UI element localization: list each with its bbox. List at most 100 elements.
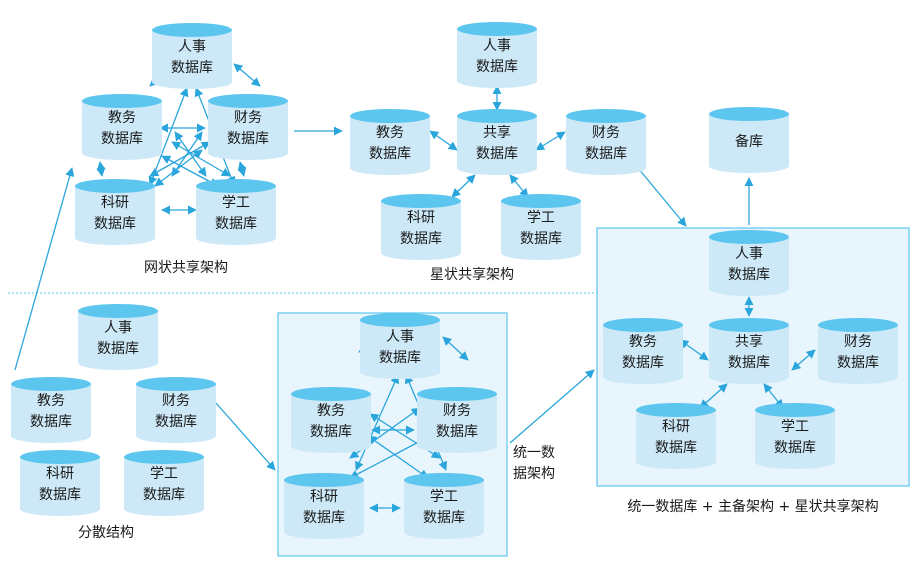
cylinder-body [136,384,216,443]
cylinder-body [566,116,646,175]
cylinder-body [152,30,232,89]
database-suffix-label: 数据库 [728,267,770,283]
database-name-label: 教务 [108,110,136,126]
bidirectional-arrow [442,336,469,361]
database-name-label: 共享 [483,124,511,141]
cylinder-body [755,410,835,469]
direction-arrow [14,167,75,371]
database-name-label: 人事 [386,329,414,345]
database-name-label: 财务 [162,393,190,409]
database-suffix-label: 数据库 [622,355,664,371]
bidirectional-arrow [233,63,261,87]
database-suffix-label: 数据库 [837,355,879,371]
cylinder-top [75,179,155,193]
cylinder-body [82,101,162,160]
database-suffix-label: 数据库 [310,424,352,440]
cylinder-top [78,304,158,318]
database-name-label: 人事 [104,320,132,336]
cylinder-top [709,107,789,121]
database-suffix-label: 数据库 [476,59,518,75]
cylinder-top [196,179,276,193]
database-suffix-label: 数据库 [94,216,136,232]
database-name-label: 共享 [735,333,763,350]
database-name-label: 科研 [46,466,74,482]
cylinder-body [381,201,461,260]
star-architecture-caption: 星状共享架构 [430,266,514,283]
cylinder-body [818,325,898,384]
database-suffix-label: 数据库 [728,355,770,371]
cylinder-top [636,403,716,417]
database-suffix-label: 数据库 [30,414,72,430]
database-suffix-label: 数据库 [101,131,143,147]
bidirectional-arrow [237,161,247,177]
cylinder-top [11,377,91,391]
database-name-label: 人事 [178,39,206,55]
cylinder-body [78,311,158,370]
cylinder-body [709,325,789,384]
database-suffix-label: 数据库 [215,216,257,232]
database-suffix-label: 数据库 [97,341,139,357]
mesh-architecture-caption: 网状共享架构 [144,259,228,276]
database-suffix-label: 数据库 [379,350,421,366]
cylinder-body [457,29,537,88]
database-name-label: 学工 [430,489,458,505]
database-cylinders: 人事数据库教务数据库财务数据库科研数据库学工数据库人事数据库教务数据库共享数据库… [11,22,898,539]
cylinder-top [152,23,232,37]
unified-architecture-caption-line1: 统一数 [513,445,555,461]
cylinder-top [603,318,683,332]
database-suffix-label: 数据库 [39,487,81,503]
database-suffix-label: 数据库 [143,487,185,503]
cylinder-body [20,457,100,516]
cylinder-top [501,194,581,208]
database-name-label: 财务 [844,334,872,350]
bidirectional-arrow [429,130,458,151]
bidirectional-arrow [509,174,529,198]
direction-arrow [509,369,595,444]
cylinder-body [404,480,484,539]
database-name-label: 财务 [443,403,471,419]
database-name-label: 教务 [317,403,345,419]
database-name-label: 备库 [735,133,763,150]
database-suffix-label: 数据库 [400,231,442,247]
bidirectional-arrow [791,349,816,371]
bidirectional-arrow [171,131,203,177]
bidirectional-arrow [535,131,566,151]
final-architecture-caption: 统一数据库 + 主备架构 + 星状共享架构 [627,498,878,515]
cylinder-body [350,116,430,175]
database-name-label: 学工 [527,210,555,226]
database-name-label: 科研 [101,195,129,211]
database-suffix-label: 数据库 [436,424,478,440]
cylinder-top [360,313,440,327]
cylinder-top [82,94,162,108]
database-suffix-label: 数据库 [155,414,197,430]
cylinder-body [196,186,276,245]
database-name-label: 科研 [407,210,435,226]
cylinder-body [709,114,789,173]
cylinder-top [818,318,898,332]
bidirectional-arrow [96,161,106,177]
database-name-label: 教务 [629,334,657,350]
cylinder-top [457,109,537,123]
database-name-label: 学工 [150,466,178,482]
direction-arrow [637,167,687,227]
